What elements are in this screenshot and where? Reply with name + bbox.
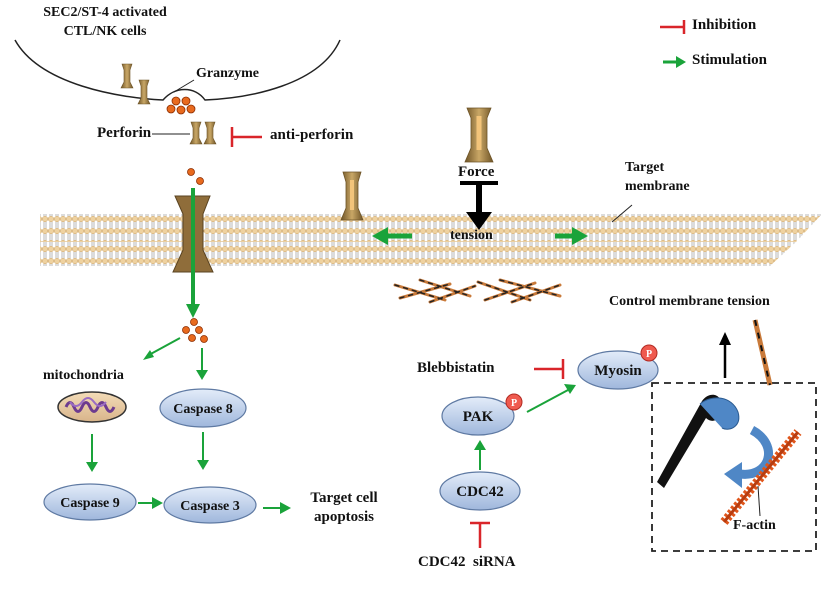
- legend-inhibition-label: Inhibition: [692, 17, 757, 33]
- caspase3-node: [163, 486, 257, 524]
- granzyme-label: Granzyme: [196, 66, 259, 81]
- casp3-to-apoptosis-arrow: [263, 502, 291, 514]
- legend-stimulation-label: Stimulation: [692, 52, 768, 68]
- cell-title-line1: SEC2/ST-4 activated: [43, 5, 167, 20]
- blebbistatin-inhibition: [534, 359, 565, 379]
- anti-perforin-label: anti-perforin: [270, 127, 354, 143]
- caspase3-label: Caspase 3: [180, 499, 240, 514]
- tension-right-arrow: [555, 227, 588, 245]
- perforin-monomer-icon: [137, 79, 151, 105]
- caspase8-node: [159, 388, 247, 428]
- tension-left-arrow: [372, 227, 412, 245]
- cdc42-to-pak-arrow: [474, 440, 486, 470]
- legend-inhibition-symbol: [660, 20, 686, 34]
- perforin-label: Perforin: [97, 125, 152, 141]
- cortical-actin-mesh-icon: [393, 278, 562, 304]
- rotation-arrow-icon: [724, 426, 773, 488]
- target-membrane-line1: Target: [625, 160, 665, 175]
- to-caspase8-arrow: [196, 348, 208, 380]
- actin-filament-icon: [752, 319, 773, 386]
- target-apoptosis-label: Target cell apoptosis: [296, 489, 392, 527]
- sirna-inhibition: [470, 521, 490, 548]
- pak-label: PAK: [463, 409, 494, 425]
- force-arrow: [460, 181, 498, 230]
- granzyme-granules-icon: [166, 96, 196, 115]
- pak-phospho-icon: [505, 393, 523, 411]
- casp9-to-casp3-arrow: [138, 497, 163, 509]
- myosin-phospho-label: P: [646, 349, 652, 360]
- membrane-perforin-icon: [340, 171, 364, 221]
- anti-perforin-inhibition: [230, 127, 262, 147]
- blebbistatin-label: Blebbistatin: [417, 360, 495, 376]
- effector-cell-membrane: [14, 39, 341, 101]
- target-membrane-label: Target membrane: [625, 158, 690, 196]
- force-perforin-icon: [464, 107, 494, 163]
- granzyme-pointer: [173, 79, 195, 93]
- target-membrane-line2: membrane: [625, 179, 690, 194]
- to-mitochondria-arrow: [143, 337, 181, 360]
- cdc42-label: CDC42: [456, 484, 504, 500]
- granzyme-inside-icon: [182, 318, 208, 343]
- f-actin-label: F-actin: [733, 518, 776, 533]
- caspase9-label: Caspase 9: [60, 496, 120, 511]
- legend-stimulation-symbol: [663, 56, 686, 68]
- myosin-actin-box: [651, 382, 817, 552]
- target-apoptosis-line2: apoptosis: [313, 509, 375, 525]
- myosin-phospho-icon: [640, 344, 658, 362]
- myosin-head-icon: [657, 394, 740, 488]
- f-actin-pointer: [757, 485, 761, 517]
- granzyme-entry-icon: [187, 168, 204, 185]
- pak-phospho-label: P: [511, 398, 517, 409]
- perforin-monomer-icon: [120, 63, 134, 89]
- granzyme-entry-arrow: [186, 188, 200, 318]
- f-actin-icon: [720, 429, 802, 525]
- tension-label: tension: [450, 228, 493, 243]
- perforin-pair-icon: [189, 121, 217, 145]
- cell-title: SEC2/ST-4 activated CTL/NK cells: [30, 3, 180, 41]
- membrane-pointer: [611, 204, 633, 223]
- pak-to-myosin-arrow: [526, 384, 576, 413]
- cdc42-sirna-label: CDC42 siRNA: [418, 554, 516, 570]
- myosin-node: [577, 350, 659, 390]
- target-apoptosis-line1: Target cell: [310, 490, 378, 506]
- mitochondrion-icon: [57, 391, 127, 423]
- caspase8-label: Caspase 8: [173, 402, 233, 417]
- mitochondria-label: mitochondria: [43, 368, 124, 383]
- caspase9-node: [43, 483, 137, 521]
- casp8-to-casp3-arrow: [197, 432, 209, 470]
- target-membrane: [40, 214, 822, 266]
- control-tension-arrow: [719, 332, 731, 378]
- mito-to-casp9-arrow: [86, 434, 98, 472]
- force-label: Force: [458, 164, 495, 180]
- pak-node: [441, 396, 515, 436]
- cdc42-node: [439, 471, 521, 511]
- cell-title-line2: CTL/NK cells: [63, 24, 147, 39]
- myosin-label: Myosin: [594, 363, 642, 379]
- control-tension-label: Control membrane tension: [609, 294, 770, 309]
